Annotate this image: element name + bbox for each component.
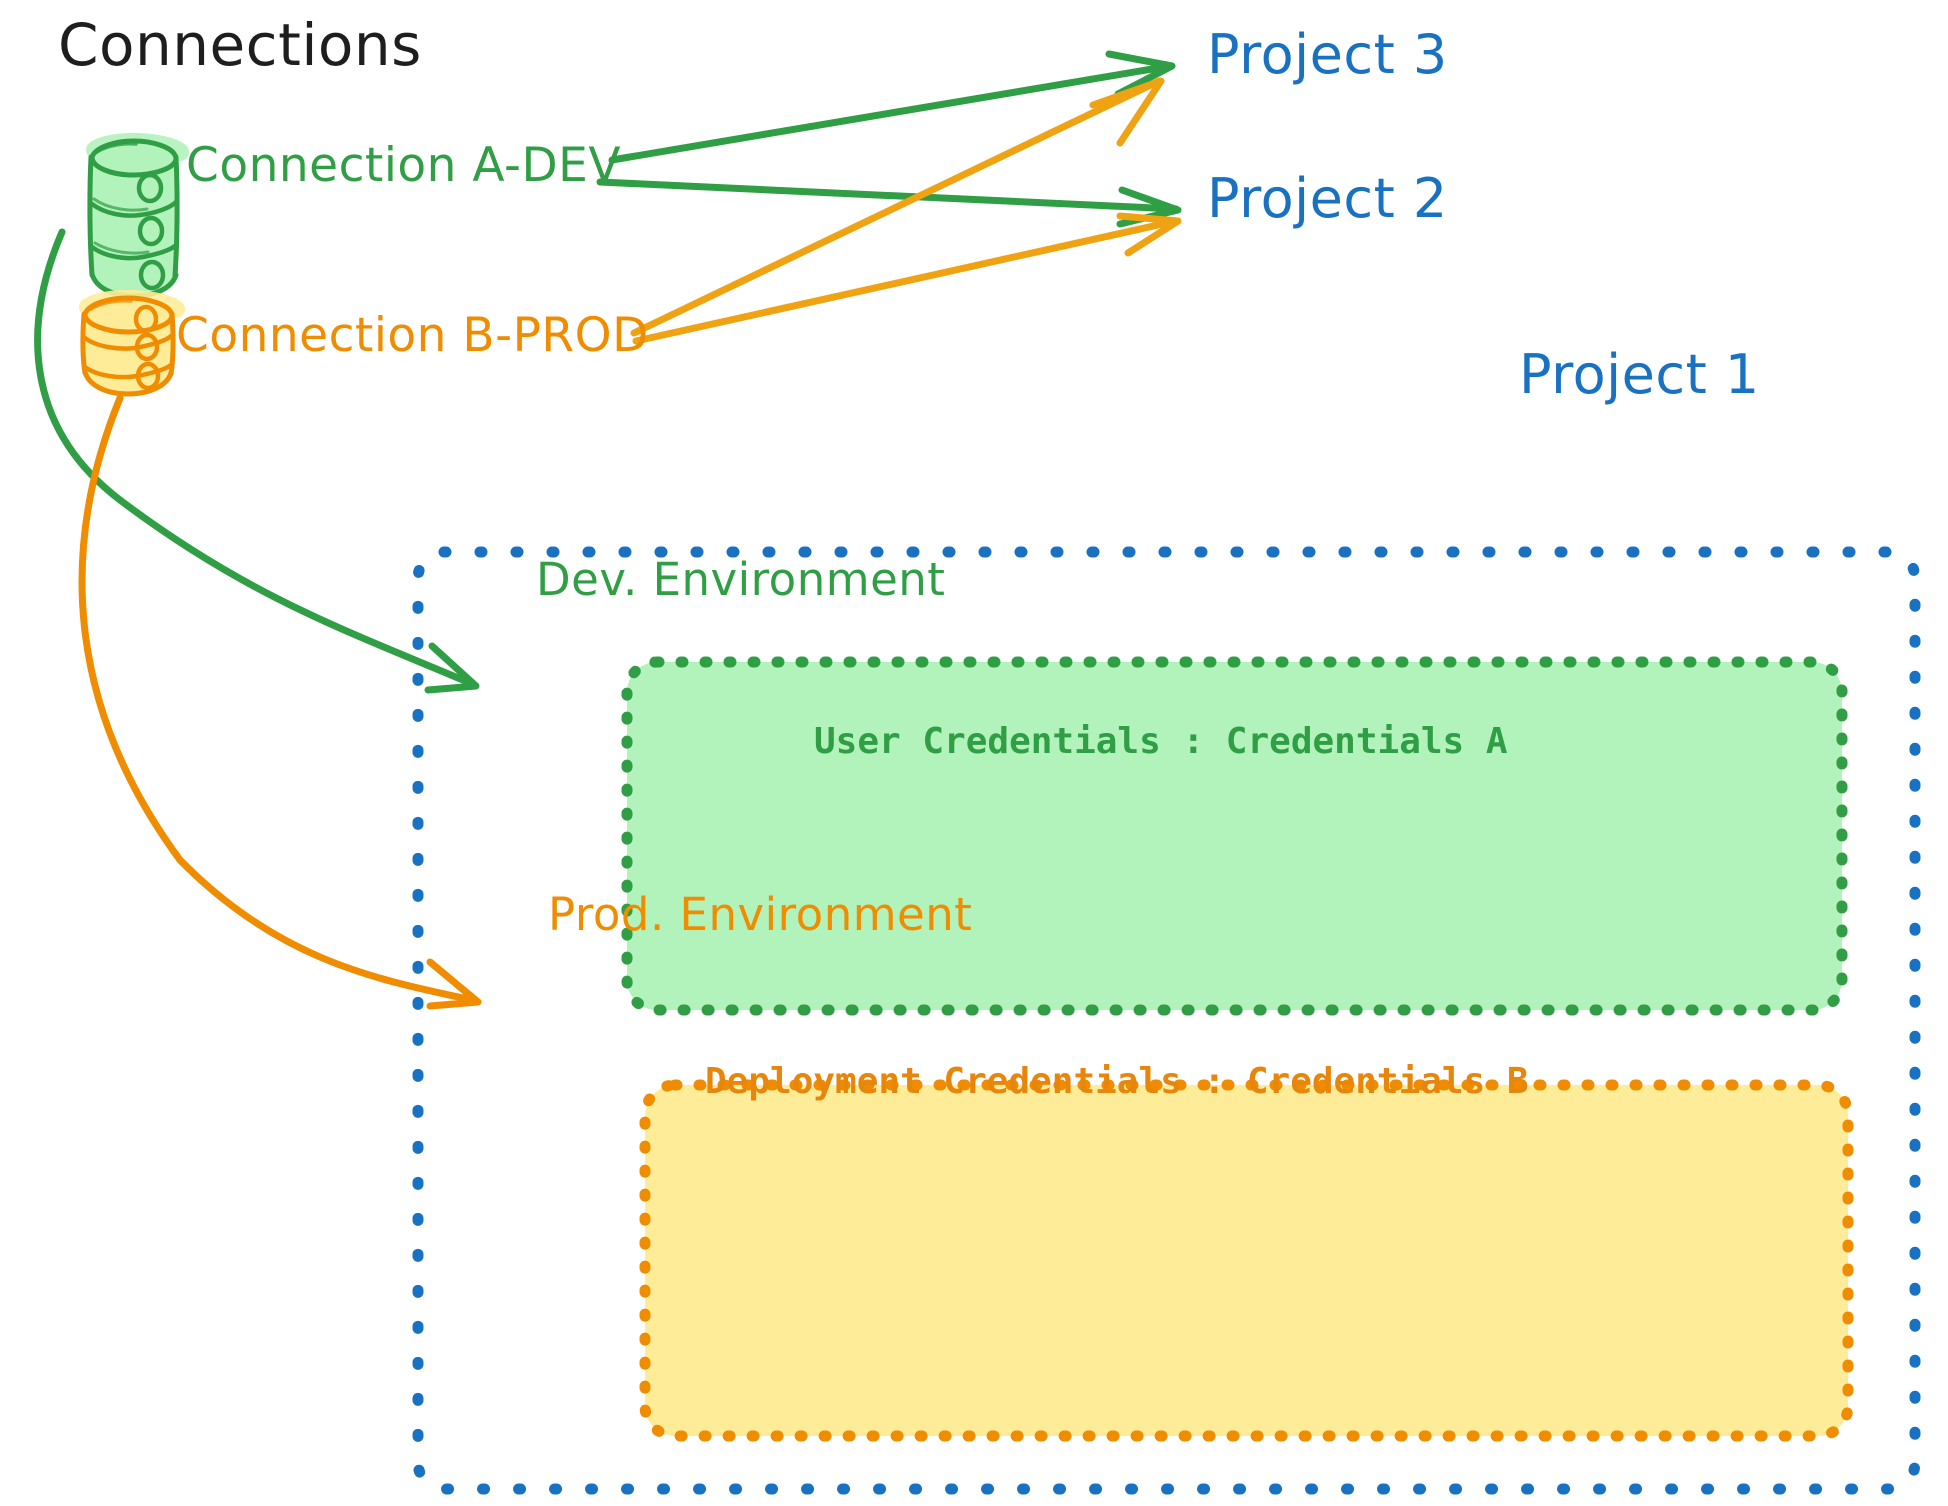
edge-conn-b-to-prod-environment (78, 394, 482, 1010)
project-3-label[interactable]: Project 3 (1207, 23, 1448, 86)
edge-conn-a-to-project-3 (608, 50, 1176, 164)
edge-conn-a-to-dev-environment (34, 228, 480, 694)
dev-environment-credentials: User Credentials : Credentials A (814, 721, 1508, 762)
connection-b-prod-label[interactable]: Connection B-PROD (176, 308, 649, 363)
dev-environment-title: Dev. Environment (536, 553, 946, 606)
edge-conn-b-to-project-2 (632, 212, 1182, 345)
prod-environment-credentials: Deployment Credentials : Credentials B (705, 1061, 1529, 1102)
database-cylinder-icon-green[interactable] (86, 133, 189, 299)
project-1-container-border (412, 546, 1921, 1495)
database-cylinder-icon-orange[interactable] (79, 290, 185, 397)
edge-conn-b-to-project-3 (630, 77, 1165, 337)
connection-a-dev-label[interactable]: Connection A-DEV (186, 138, 621, 193)
project-2-label[interactable]: Project 2 (1207, 167, 1448, 230)
prod-environment-box[interactable] (639, 1079, 1854, 1442)
edge-conn-a-to-project-2 (596, 178, 1182, 228)
dev-environment-box[interactable] (621, 656, 1848, 1016)
page-title: Connections (58, 11, 422, 79)
project-1-label[interactable]: Project 1 (1519, 343, 1760, 406)
prod-environment-title: Prod. Environment (548, 888, 973, 941)
